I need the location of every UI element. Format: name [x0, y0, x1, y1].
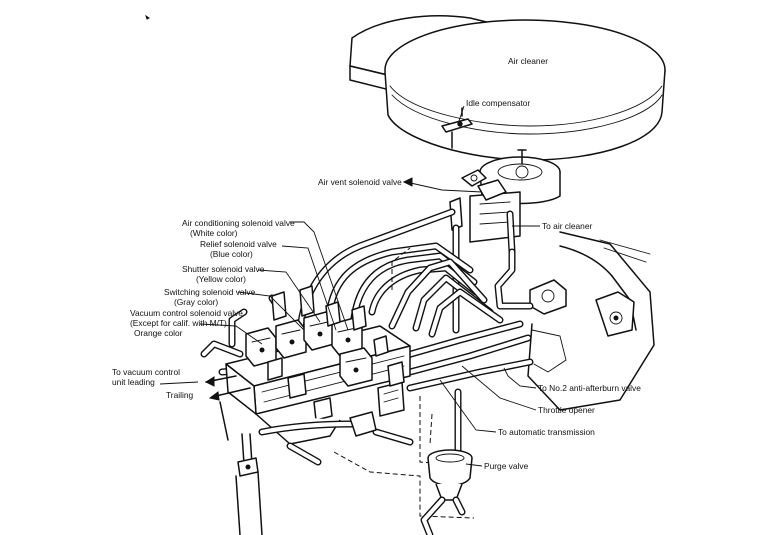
carburetor-base [461, 149, 561, 243]
purge-valve [420, 388, 473, 535]
label-idle-compensator: Idle compensator [466, 98, 530, 108]
hidden-hose-routes [333, 247, 475, 519]
label-air-vent-solenoid-valve: Air vent solenoid valve [318, 177, 402, 187]
label-to-vacuum-control: To vacuum control [112, 367, 180, 377]
label-white-color: (White color) [190, 228, 238, 238]
label-shutter-solenoid-valve: Shutter solenoid valve [182, 264, 265, 274]
label-blue-color: (Blue color) [210, 249, 253, 259]
label-to-air-cleaner: To air cleaner [542, 221, 592, 231]
label-to-no2-anti-afterburn-valve: To No.2 anti-afterburn valve [538, 383, 641, 393]
leader-lines [159, 105, 540, 467]
label-relief-solenoid-valve: Relief solenoid valve [200, 239, 277, 249]
engine-outline [527, 231, 655, 411]
label-purge-valve: Purge valve [484, 461, 529, 471]
label-gray-color: (Gray color) [174, 297, 218, 307]
label-orange-color: Orange color [134, 328, 183, 338]
label-throttle-opener: Throttle opener [538, 405, 595, 415]
air-cleaner [349, 15, 666, 161]
label-except-calif: (Except for calif. with M/T) [130, 318, 227, 328]
label-air-conditioning-solenoid-valve: Air conditioning solenoid valve [182, 218, 295, 228]
label-unit-leading: unit leading [112, 377, 155, 387]
mounting-bracket [219, 401, 414, 535]
vacuum-hoses [200, 208, 534, 392]
label-air-cleaner: Air cleaner [508, 56, 548, 66]
label-switching-solenoid-valve: Switching solenoid valve [164, 287, 256, 297]
label-vacuum-control-solenoid-valve: Vacuum control solenoid valve [130, 308, 243, 318]
callout-labels: Air cleaner Idle compensator Air vent so… [112, 56, 641, 471]
label-yellow-color: (Yellow color) [196, 274, 246, 284]
flow-arrows [204, 177, 413, 401]
label-to-automatic-transmission: To automatic transmission [498, 427, 595, 437]
stray-mark [145, 14, 150, 20]
label-trailing: Trailing [166, 390, 193, 400]
solenoid-valve-block [225, 285, 411, 421]
